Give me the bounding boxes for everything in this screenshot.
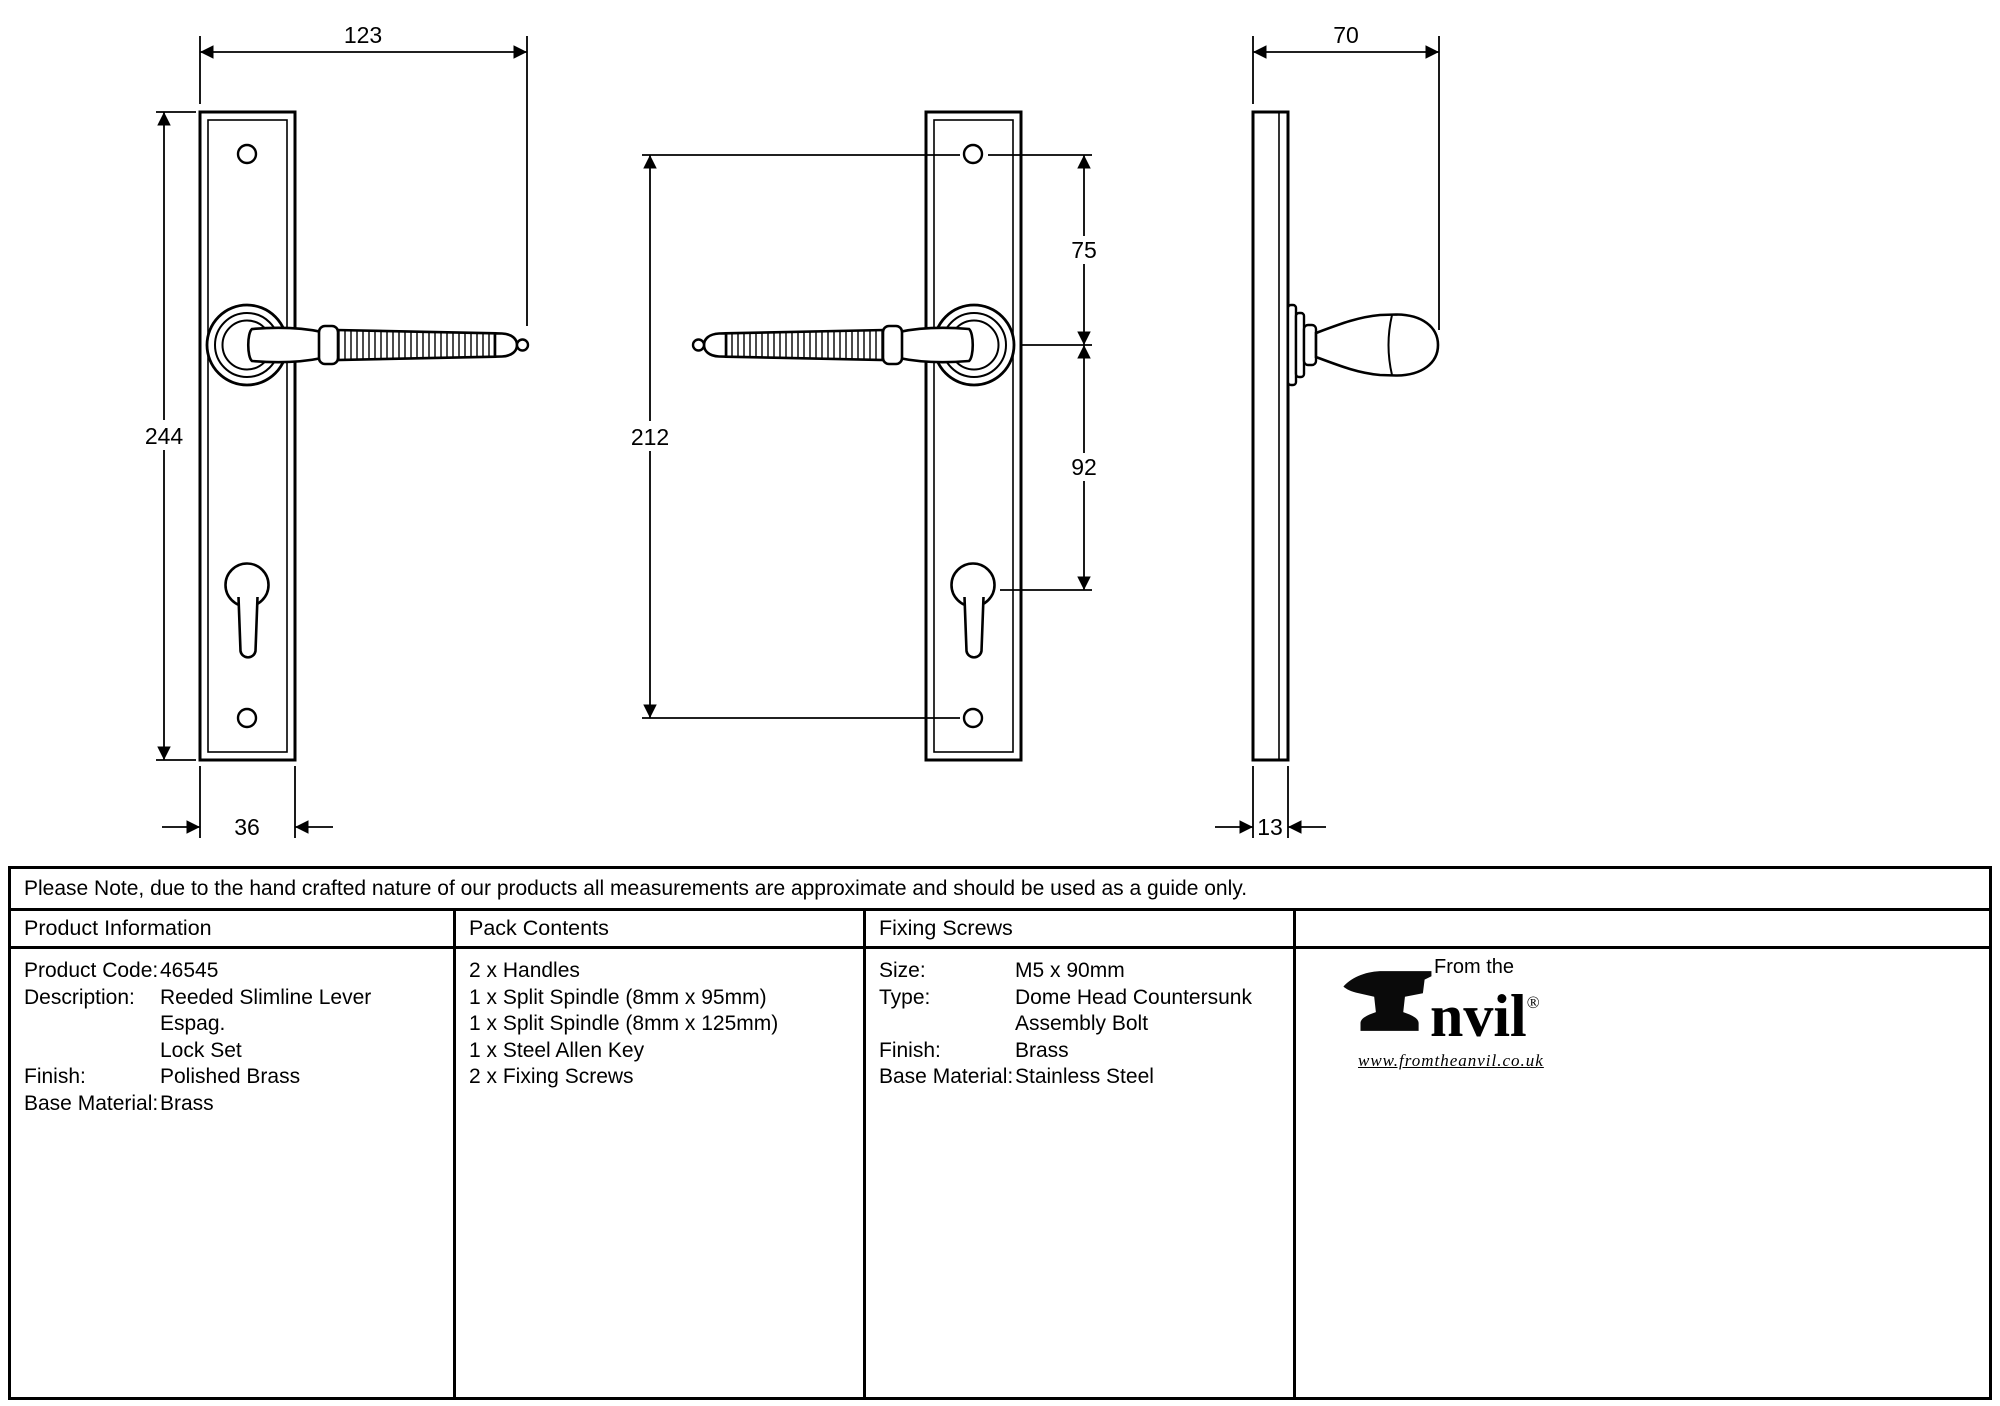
hub-side [1302, 323, 1318, 367]
table-row: Assembly Bolt [879, 1011, 1280, 1038]
dimension-screw-to-handle: 75 [988, 154, 1106, 346]
pack-contents-section: Pack Contents 2 x Handles 1 x Split Spin… [456, 911, 866, 1397]
pack-contents-header: Pack Contents [456, 911, 863, 949]
row-label [24, 1038, 160, 1065]
table-row: Size: M5 x 90mm [879, 958, 1280, 985]
product-information-section: Product Information Product Code: 46545 … [11, 911, 456, 1397]
table-row: Description: Reeded Slimline Lever Espag… [24, 985, 440, 1038]
row-value: 46545 [160, 959, 219, 982]
note-text: Please Note, due to the hand crafted nat… [24, 876, 1248, 900]
row-label: Base Material: [24, 1091, 159, 1115]
product-information-body: Product Code: 46545 Description: Reeded … [11, 949, 453, 1127]
backplate [198, 110, 297, 762]
front-view-drawing: 123 244 36 [138, 22, 530, 840]
spec-panel: Please Note, due to the hand crafted nat… [8, 866, 1992, 1400]
row-label: Base Material: [879, 1065, 1014, 1089]
row-value: Assembly Bolt [1015, 1012, 1149, 1036]
table-row: Lock Set [24, 1038, 440, 1065]
list-item: 1 x Split Spindle (8mm x 95mm) [469, 985, 767, 1009]
lever-collar-line [1387, 314, 1393, 376]
row-value: Lock Set [160, 1038, 242, 1062]
row-value: Brass [1015, 1038, 1069, 1062]
table-row: Base Material: Brass [24, 1091, 440, 1118]
row-label: Size: [879, 959, 926, 982]
row-label [879, 1011, 1015, 1038]
row-value: Dome Head Countersunk [1015, 985, 1252, 1009]
list-item: 1 x Steel Allen Key [469, 1038, 645, 1062]
product-information-header: Product Information [11, 911, 453, 949]
row-value: Brass [160, 1091, 214, 1115]
logo-tagline: From the [1434, 956, 1515, 978]
dim-label-screw-to-handle: 75 [1071, 237, 1097, 263]
fixing-screws-section: Fixing Screws Size: M5 x 90mm Type: Dome… [866, 911, 1296, 1397]
brand-body: From the nvil® www.fromtheanvil.co.uk [1296, 949, 1989, 1075]
dimension-plate-width: 36 [162, 766, 333, 840]
dim-label-projection: 70 [1333, 22, 1359, 48]
logo-website: www.fromtheanvil.co.uk [1358, 1051, 1544, 1070]
list-item: 2 x Fixing Screws [469, 1065, 634, 1089]
fixing-screws-header: Fixing Screws [866, 911, 1293, 949]
row-label: Finish: [24, 1065, 86, 1089]
pack-contents-body: 2 x Handles 1 x Split Spindle (8mm x 95m… [456, 949, 863, 1100]
backplate-side [1251, 110, 1290, 762]
note-bar: Please Note, due to the hand crafted nat… [11, 869, 1989, 911]
table-row: Type: Dome Head Countersunk [879, 985, 1280, 1012]
row-label: Finish: [879, 1038, 941, 1062]
backplate [924, 110, 1023, 762]
row-label: Description: [24, 985, 135, 1009]
side-view-drawing: 70 13 [1215, 22, 1440, 840]
dim-label-screw-centres: 212 [631, 424, 669, 450]
dimension-screw-centres: 212 [622, 154, 960, 719]
table-row: Finish: Brass [879, 1038, 1280, 1065]
dim-label-thickness: 13 [1257, 814, 1283, 840]
table-row: Base Material: Stainless Steel [879, 1064, 1280, 1091]
brand-header [1296, 911, 1989, 949]
reverse-view-drawing: 212 75 92 [622, 110, 1106, 762]
technical-drawing: 123 244 36 212 [138, 22, 1440, 840]
row-value: Stainless Steel [1015, 1065, 1154, 1089]
fixing-screws-body: Size: M5 x 90mm Type: Dome Head Counters… [866, 949, 1293, 1100]
dimension-handle-to-keyhole: 92 [1000, 345, 1106, 591]
anvil-icon [1343, 971, 1432, 1031]
registered-mark: ® [1526, 993, 1540, 1012]
lever-handle [691, 303, 1016, 387]
dimension-thickness: 13 [1215, 766, 1326, 840]
table-row: Finish: Polished Brass [24, 1064, 440, 1091]
brand-section: From the nvil® www.fromtheanvil.co.uk [1296, 911, 1989, 1397]
logo-text-block: From the nvil® [1430, 956, 1540, 1046]
dim-label-handle-to-keyhole: 92 [1071, 454, 1097, 480]
dim-label-plate-height: 244 [145, 423, 184, 449]
dimension-plate-height: 244 [138, 111, 196, 761]
row-label: Product Code: [24, 959, 159, 982]
anvil-logo: From the nvil® [1340, 956, 1989, 1046]
table-row: Product Code: 46545 [24, 958, 440, 985]
logo-wordmark: nvil® [1430, 977, 1540, 1046]
logo-wordmark-text: nvil [1430, 983, 1527, 1049]
info-table: Product Information Product Code: 46545 … [11, 911, 1989, 1397]
list-item: 2 x Handles [469, 959, 580, 982]
dim-label-plate-width: 36 [234, 814, 260, 840]
row-value: Reeded Slimline Lever Espag. [160, 985, 372, 1036]
row-value: Polished Brass [160, 1065, 301, 1089]
lever-side-profile [1314, 313, 1440, 377]
lever-handle [205, 303, 530, 387]
list-item: 1 x Split Spindle (8mm x 125mm) [469, 1012, 779, 1036]
dimension-projection: 70 [1252, 22, 1440, 330]
dimension-overall-width: 123 [199, 22, 528, 326]
row-label: Type: [879, 985, 931, 1009]
dim-label-overall-width: 123 [344, 22, 382, 48]
row-value: M5 x 90mm [1015, 959, 1125, 982]
